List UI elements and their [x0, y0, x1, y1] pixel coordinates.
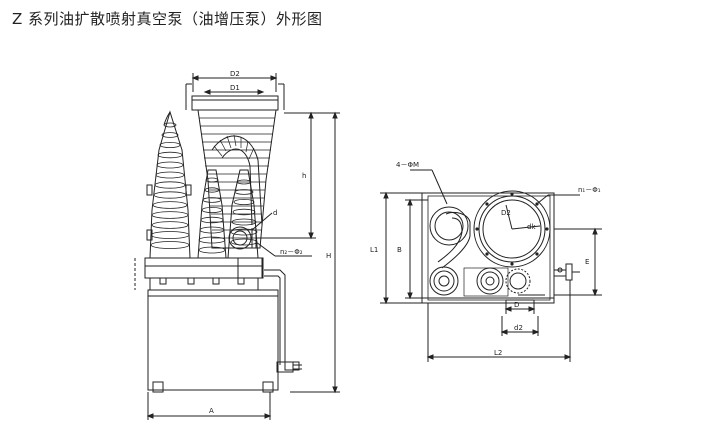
- dim-b: [405, 198, 428, 300]
- outlet-port-d: [228, 212, 273, 250]
- dim-d1-top: [203, 89, 265, 95]
- curved-foreline-pipe: [211, 134, 263, 226]
- dim-l2: [426, 280, 572, 362]
- dim-a: [146, 392, 272, 420]
- cooling-pipe: [264, 269, 302, 373]
- dim-e: [554, 227, 602, 297]
- main-pump-body: [197, 109, 277, 249]
- label-d2-plan: D2: [501, 209, 511, 217]
- dim-d2-top: [191, 73, 278, 92]
- label-l1: L1: [370, 246, 378, 254]
- dim-h: [266, 111, 316, 240]
- label-dk: dk: [527, 223, 536, 231]
- label-h: h: [302, 172, 306, 180]
- dim-l1: [380, 191, 422, 305]
- label-d1-top: D1: [230, 84, 240, 92]
- jet-tower-left: [146, 110, 192, 259]
- inlet-flange-plan: [473, 190, 551, 268]
- label-b: B: [397, 246, 402, 254]
- label-d-plan: D: [514, 301, 519, 309]
- plan-view: [380, 169, 602, 362]
- label-a: A: [209, 407, 214, 415]
- diagram-title: Z 系列油扩散喷射真空泵（油增压泵）外形图: [12, 10, 323, 28]
- side-elevation-view: [134, 73, 340, 420]
- bottom-housings-plan: [429, 266, 531, 297]
- label-e: E: [585, 258, 589, 266]
- label-l2: L2: [494, 349, 502, 357]
- base-cabinet: [147, 289, 279, 393]
- label-h-total: H: [326, 252, 331, 260]
- label-d2-top: D2: [230, 70, 240, 78]
- label-n1-phi1: n₁－Φ₁: [578, 186, 601, 194]
- jet-housing-plan: [429, 206, 471, 269]
- inlet-flange: [191, 95, 279, 111]
- side-valve-plan: [554, 263, 580, 281]
- dim-h-total: [290, 111, 340, 394]
- mounting-plate: [144, 257, 264, 290]
- label-d2-small: d2: [514, 324, 523, 332]
- label-n2-phi2: n₂－Φ₂: [280, 248, 303, 256]
- label-four-phim: 4－ΦM: [396, 161, 419, 169]
- dim-d2-plan: [500, 294, 545, 336]
- n2-phi2-leader: [255, 241, 312, 257]
- label-d: d: [273, 209, 277, 217]
- dimension-labels: D2 D1 h H d n₂－Φ₂ A 4－ΦM n₁－Φ₁ L1 B E D2…: [209, 70, 601, 415]
